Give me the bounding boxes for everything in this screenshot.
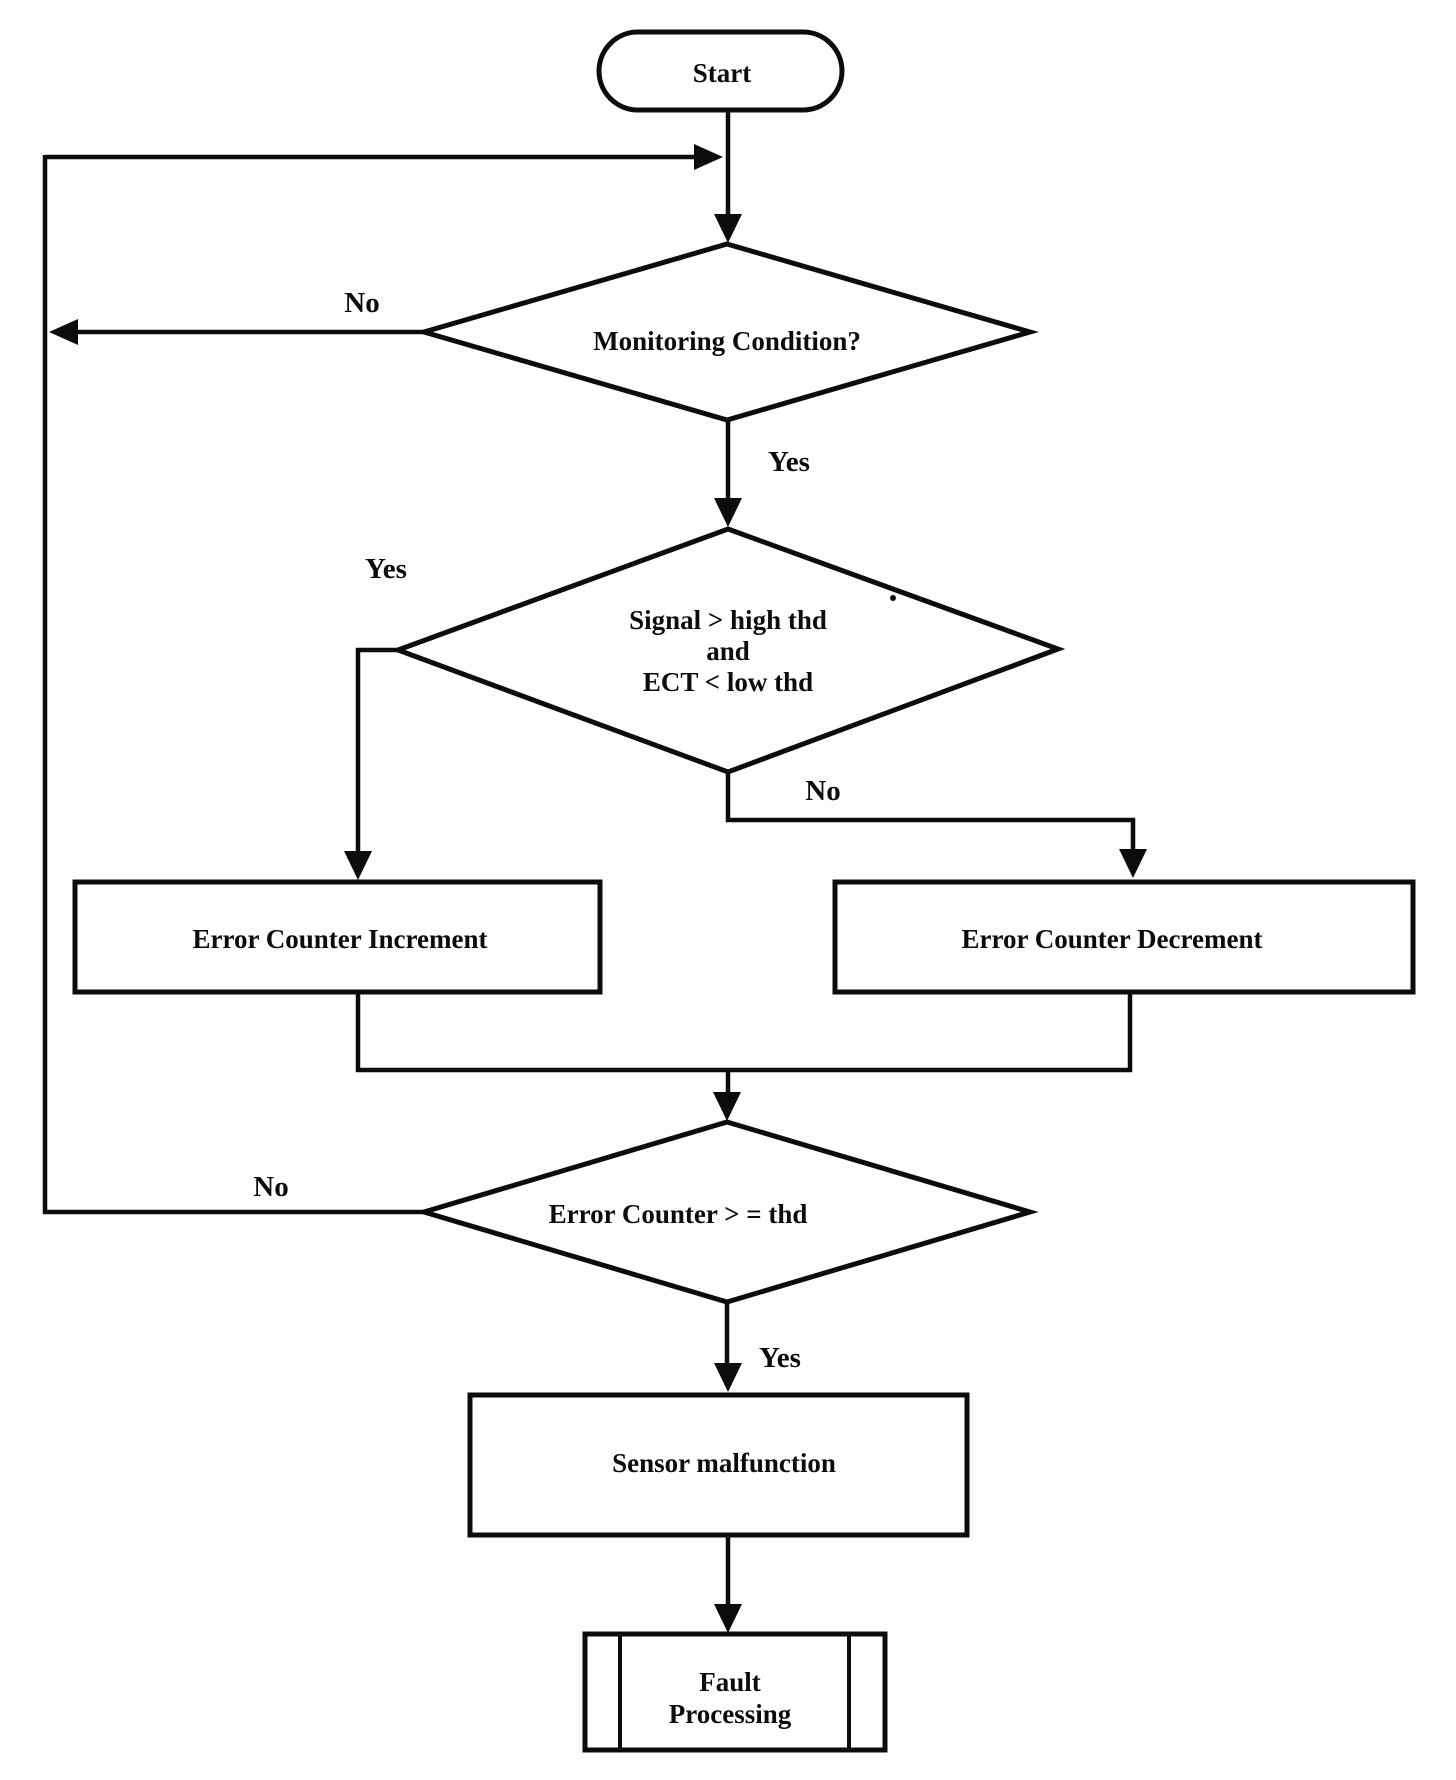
label-monitoring-yes: Yes (768, 446, 810, 478)
signal-check-line1: Signal > high thd (629, 605, 827, 635)
decrement-label: Error Counter Decrement (962, 924, 1263, 954)
counter-check-label: Error Counter > = thd (549, 1199, 808, 1229)
arrowhead-into-fault (714, 1604, 742, 1633)
fault-line1: Fault (699, 1667, 761, 1697)
arrowhead-monitoring-no (49, 319, 78, 345)
label-counter-yes: Yes (759, 1342, 801, 1374)
increment-process (72, 879, 603, 995)
fault-line2: Processing (669, 1699, 792, 1729)
start-terminator (596, 29, 845, 113)
decrement-process (832, 879, 1416, 995)
arrowhead-into-counter-check (713, 1092, 741, 1121)
malfunction-label: Sensor malfunction (612, 1448, 836, 1478)
arrowhead-into-increment (344, 851, 372, 880)
monitoring-decision (415, 241, 1039, 423)
label-signal-yes: Yes (365, 553, 407, 585)
arrowhead-into-decrement (1119, 849, 1147, 878)
stray-ink-dot (890, 595, 896, 601)
counter-check-decision (415, 1119, 1039, 1305)
edge-merge-below-boxes (355, 992, 1133, 1073)
label-counter-no: No (253, 1171, 288, 1203)
signal-check-line2: and (706, 636, 750, 666)
arrowhead-feedback-junction (694, 144, 723, 170)
start-label: Start (693, 58, 751, 88)
signal-check-line3: ECT < low thd (643, 667, 813, 697)
signal-check-decision (390, 526, 1066, 775)
arrowhead-into-monitoring (714, 214, 742, 243)
label-signal-no: No (805, 775, 840, 807)
edge-signal-no (725, 772, 1136, 853)
edge-signal-yes (355, 647, 398, 855)
arrowhead-into-malfunction (714, 1363, 742, 1392)
monitoring-label: Monitoring Condition? (593, 326, 861, 356)
arrowhead-into-signal-check (714, 498, 742, 527)
label-monitoring-no: No (344, 287, 379, 319)
fault-predefined-process (582, 1631, 888, 1753)
malfunction-process (467, 1392, 970, 1538)
increment-label: Error Counter Increment (193, 924, 488, 954)
